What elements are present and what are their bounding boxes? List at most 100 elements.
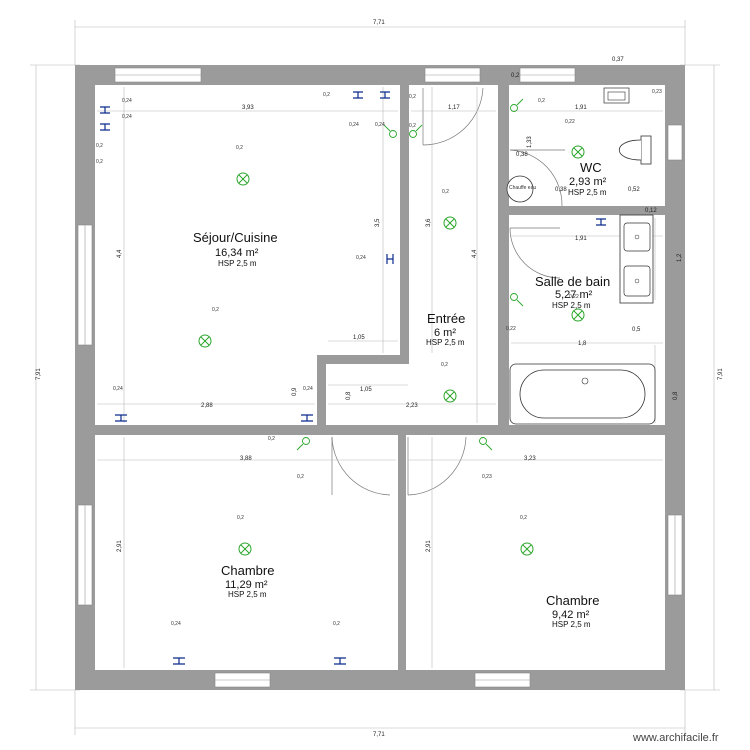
switch-icon	[510, 98, 524, 112]
switch-icon	[383, 124, 397, 138]
room-hsp-sdb: HSP 2,5 m	[552, 301, 591, 310]
height-tag: 0,2	[297, 474, 304, 480]
height-tag: 0,2	[520, 515, 527, 521]
height-tag: 0,24	[356, 255, 366, 261]
height-tag: 0,22	[506, 326, 516, 332]
height-tag: 0,22	[569, 294, 579, 300]
watermark: www.archifacile.fr	[632, 732, 719, 744]
interior-dimension-lines	[97, 87, 663, 668]
socket-icon	[173, 657, 185, 665]
socket-icon	[353, 91, 363, 99]
height-tag: 0,22	[565, 119, 575, 125]
sockets	[100, 91, 606, 665]
room-area-wc: 2,93 m²	[569, 176, 607, 188]
dim-entree-bottom: 2,23	[406, 403, 418, 409]
room-hsp-chambre1: HSP 2,5 m	[228, 590, 267, 599]
socket-icon	[386, 254, 394, 264]
height-tag: 0,24	[349, 122, 359, 128]
room-hsp-wc: HSP 2,5 m	[568, 188, 607, 197]
room-hsp-chambre2: HSP 2,5 m	[552, 620, 591, 629]
double-sink-icon	[619, 214, 654, 304]
room-name-wc: WC	[580, 160, 602, 175]
light-icon	[520, 542, 534, 556]
height-tag: 0,2	[237, 515, 244, 521]
dim-wc-small: 0,52	[628, 187, 640, 193]
water-heater-label: Chauffe eau	[509, 185, 536, 191]
height-tag: 0,24	[303, 386, 313, 392]
room-area-sdb: 5,27 m²	[555, 289, 593, 301]
dim-sdb-height: 1,2	[677, 253, 683, 262]
switch-icon	[409, 124, 423, 138]
height-tag: 0,2	[409, 94, 416, 100]
dim-entree-inner: 3,6	[426, 218, 432, 227]
room-hsp-sejour: HSP 2,5 m	[218, 259, 257, 268]
dim-entree-height: 4,4	[472, 249, 478, 258]
dim-right-total: 7,91	[718, 368, 724, 380]
switches	[296, 98, 524, 451]
room-name-chambre2: Chambre	[546, 593, 599, 608]
windows	[77, 67, 683, 688]
dim-entree-width: 1,17	[448, 105, 460, 111]
switch-icon	[296, 437, 310, 451]
fixtures: Chauffe eau	[506, 87, 656, 425]
switch-icon	[510, 293, 524, 307]
room-area-chambre2: 9,42 m²	[552, 609, 590, 621]
dim-bottom-total: 7,71	[373, 732, 385, 738]
height-tag: 0,2	[323, 92, 330, 98]
dim-bath-side: 0,8	[673, 391, 679, 400]
dim-chambre2-height: 2,91	[426, 540, 432, 552]
room-name-sejour: Séjour/Cuisine	[193, 230, 278, 245]
socket-icon	[301, 414, 313, 422]
light-icon	[571, 308, 585, 322]
room-name-sdb: Salle de bain	[535, 274, 610, 289]
height-tag: 0,2	[409, 123, 416, 129]
room-area-sejour: 16,34 m²	[215, 247, 259, 259]
room-labels: Séjour/Cuisine 16,34 m² HSP 2,5 m Entrée…	[193, 160, 610, 629]
overall-dimensions: 7,71 7,71 7,91 7,91	[30, 20, 724, 738]
washbasin-icon	[603, 87, 630, 104]
height-tag: 0,2	[441, 362, 448, 368]
dim-wc-niche2: 0,38	[555, 187, 567, 193]
dim-pillar-b: 0,8	[346, 391, 352, 400]
height-tag: 0,24	[122, 114, 132, 120]
light-icon	[443, 216, 457, 230]
dim-sdb-bath: 1,8	[578, 341, 587, 347]
dim-sejour-bottom: 2,88	[201, 403, 213, 409]
socket-icon	[115, 414, 127, 422]
light-icon	[443, 389, 457, 403]
dim-top-total: 7,71	[373, 20, 385, 26]
dim-wc-niche: 0,38	[516, 152, 528, 158]
dim-wc-top: 0,37	[612, 57, 624, 63]
dim-sdb-wall: 0,12	[645, 208, 657, 214]
dim-step-105b: 1,05	[360, 387, 372, 393]
room-area-entree: 6 m²	[434, 327, 456, 339]
height-tag: 0,2	[236, 145, 243, 151]
height-tags: 0,2 0,2 0,24 0,24 0,2 0,2 0,2 0,24 0,24 …	[96, 89, 662, 627]
room-hsp-entree: HSP 2,5 m	[426, 338, 465, 347]
room-name-entree: Entrée	[427, 311, 465, 326]
dim-wall-2: 0,2	[511, 73, 520, 79]
height-tag: 0,24	[113, 386, 123, 392]
dim-sejour-width: 3,93	[242, 105, 254, 111]
dim-chambre1-height: 2,91	[117, 540, 123, 552]
light-icon	[198, 334, 212, 348]
interior-dimension-texts: 3,93 1,17 1,91 0,37 1,33 0,38 0,38 0,52 …	[117, 57, 683, 552]
height-tag: 0,2	[442, 189, 449, 195]
height-tag: 0,23	[652, 89, 662, 95]
height-tag: 0,2	[96, 143, 103, 149]
room-name-chambre1: Chambre	[221, 563, 274, 578]
water-heater-icon: Chauffe eau	[506, 175, 536, 203]
socket-icon	[596, 218, 606, 226]
dim-left-total: 7,91	[36, 368, 42, 380]
height-tag: 0,2	[268, 436, 275, 442]
switch-icon	[479, 437, 493, 451]
height-tag: 0,2	[96, 159, 103, 165]
dim-chambre1-width: 3,88	[240, 456, 252, 462]
light-icon	[571, 145, 585, 159]
socket-icon	[100, 106, 110, 114]
dim-wc-depth: 1,33	[527, 136, 533, 148]
room-area-chambre1: 11,29 m²	[225, 579, 268, 591]
height-tag: 0,24	[171, 621, 181, 627]
ceiling-lights	[198, 145, 585, 556]
